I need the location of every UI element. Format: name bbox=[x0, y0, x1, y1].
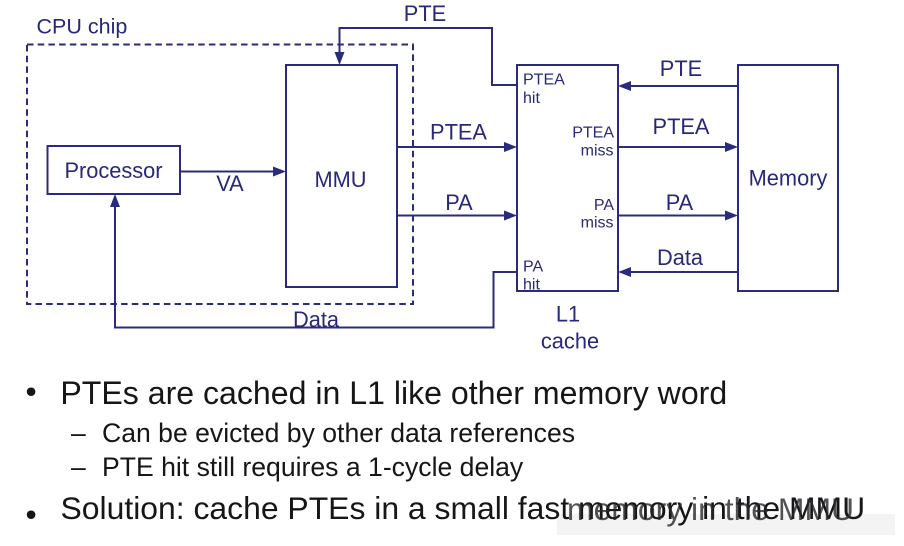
svg-text:cache: cache bbox=[541, 329, 599, 354]
svg-text:PA: PA bbox=[666, 190, 694, 215]
svg-text:CPU chip: CPU chip bbox=[37, 15, 128, 39]
svg-text:PTEA: PTEA bbox=[430, 120, 487, 145]
svg-text:PTE: PTE bbox=[660, 56, 702, 81]
svg-text:Data: Data bbox=[293, 307, 340, 332]
svg-text:PTEA: PTEA bbox=[572, 125, 614, 142]
svg-text:PA: PA bbox=[523, 259, 543, 276]
svg-text:L1: L1 bbox=[556, 302, 580, 327]
svg-text:PTEA: PTEA bbox=[523, 72, 565, 89]
svg-text:hit: hit bbox=[523, 90, 540, 107]
svg-text:MMU: MMU bbox=[314, 167, 366, 192]
svg-text:PTEA: PTEA bbox=[653, 114, 710, 139]
svg-text:hit: hit bbox=[523, 277, 540, 294]
svg-text:Processor: Processor bbox=[64, 158, 162, 183]
svg-text:Memory: Memory bbox=[749, 166, 828, 191]
svg-text:miss: miss bbox=[581, 143, 614, 160]
svg-text:PA: PA bbox=[445, 190, 473, 215]
svg-text:Data: Data bbox=[657, 245, 704, 270]
svg-text:VA: VA bbox=[216, 171, 244, 196]
svg-text:PA: PA bbox=[594, 197, 614, 214]
svg-text:PTE: PTE bbox=[404, 1, 446, 26]
svg-text:miss: miss bbox=[581, 215, 614, 232]
